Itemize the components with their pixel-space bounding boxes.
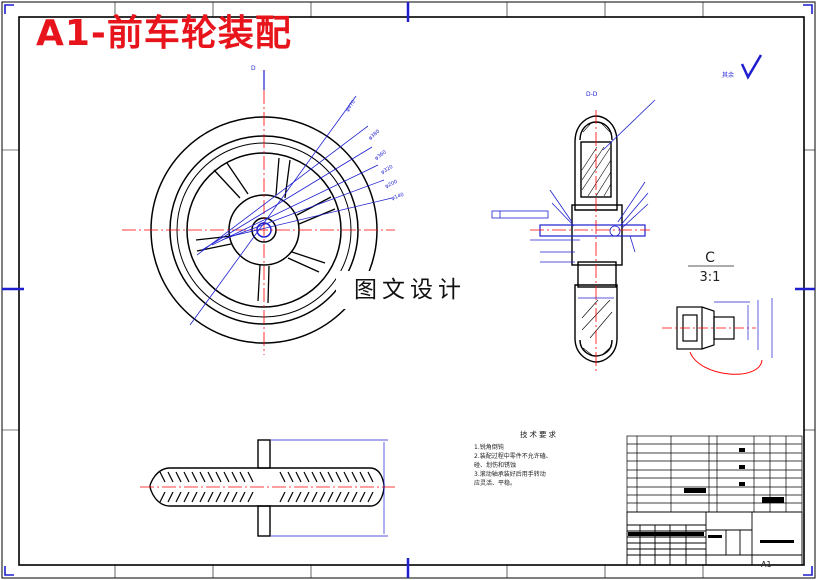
section-hatching xyxy=(581,121,613,356)
svg-text:φ360: φ360 xyxy=(374,149,388,161)
balloon-mark xyxy=(609,225,621,237)
inner-frame xyxy=(18,16,805,566)
svg-text:φ140: φ140 xyxy=(391,192,405,202)
section-leaders xyxy=(530,99,656,299)
svg-text:φ470: φ470 xyxy=(345,99,357,113)
title-block xyxy=(626,511,803,566)
tread-mark xyxy=(231,471,238,503)
parts-list-fills xyxy=(684,448,784,503)
wheel-spokes xyxy=(195,157,336,304)
tread-mark xyxy=(247,471,254,503)
technical-requirements: 技术要求 1.锐角倒钝 2.装配过程中零件不允许磕、 碰、划伤和锈蚀 3.滚动轴… xyxy=(474,430,604,488)
svg-text:φ380: φ380 xyxy=(367,129,381,142)
tread-marks xyxy=(159,471,374,503)
axle xyxy=(539,224,646,237)
corner-marks xyxy=(4,4,813,576)
svg-text:φ320: φ320 xyxy=(380,164,394,176)
drawing-title: A1-前车轮装配 xyxy=(36,13,292,54)
tread-mark xyxy=(183,471,190,503)
technical-requirement-line: 碰、划伤和锈蚀 xyxy=(474,462,517,469)
technical-requirements-title: 技术要求 xyxy=(520,430,558,439)
tread-mark xyxy=(319,471,326,503)
tread-mark xyxy=(287,471,294,503)
top-view-dimensions xyxy=(270,439,388,537)
detail-c-break xyxy=(689,351,763,375)
tread-mark xyxy=(207,471,214,503)
tread-mark xyxy=(191,471,198,503)
surface-finish-note: 其余 xyxy=(722,72,735,79)
front-view-dimensions: φ470 φ380 φ360 φ320 φ200 φ140 xyxy=(345,99,405,202)
watermark: 图文设计 xyxy=(336,271,484,309)
tread-mark xyxy=(239,471,246,503)
tread-mark xyxy=(199,471,206,503)
section-view-label: D-D xyxy=(586,91,598,98)
technical-requirement-line: 应灵活、平稳。 xyxy=(474,480,517,487)
tread-mark xyxy=(215,471,222,503)
surface-finish-symbol xyxy=(740,54,763,80)
section-cut-mark: D xyxy=(251,65,256,72)
parts-list xyxy=(626,435,803,513)
tread-mark xyxy=(223,471,230,503)
detail-c-dimensions xyxy=(714,298,773,358)
tread-mark xyxy=(351,471,358,503)
tread-mark xyxy=(335,471,342,503)
tread-mark xyxy=(303,471,310,503)
top-view-tread xyxy=(149,439,385,537)
tread-mark xyxy=(159,471,166,503)
detail-scale: 3:1 xyxy=(700,270,721,285)
tread-mark xyxy=(295,471,302,503)
tread-mark xyxy=(279,471,286,503)
tread-mark xyxy=(367,471,374,503)
tread-mark xyxy=(343,471,350,503)
sheet-size: A1 xyxy=(761,560,772,569)
tread-mark xyxy=(175,471,182,503)
tread-mark xyxy=(327,471,334,503)
front-view-leaders xyxy=(189,95,393,326)
tread-mark xyxy=(167,471,174,503)
section-centerlines xyxy=(530,110,650,372)
section-view xyxy=(571,115,623,363)
tread-mark xyxy=(359,471,366,503)
technical-requirement-line: 3.滚动轴承装好后用手转动 xyxy=(474,471,546,478)
title-block-marks xyxy=(628,532,794,543)
svg-text:φ200: φ200 xyxy=(384,179,398,190)
technical-requirement-line: 1.锐角倒钝 xyxy=(474,444,504,451)
detail-label: C xyxy=(705,250,715,266)
tread-mark xyxy=(311,471,318,503)
tolerance-frame xyxy=(491,210,549,219)
technical-requirement-line: 2.装配过程中零件不允许磕、 xyxy=(474,453,552,460)
